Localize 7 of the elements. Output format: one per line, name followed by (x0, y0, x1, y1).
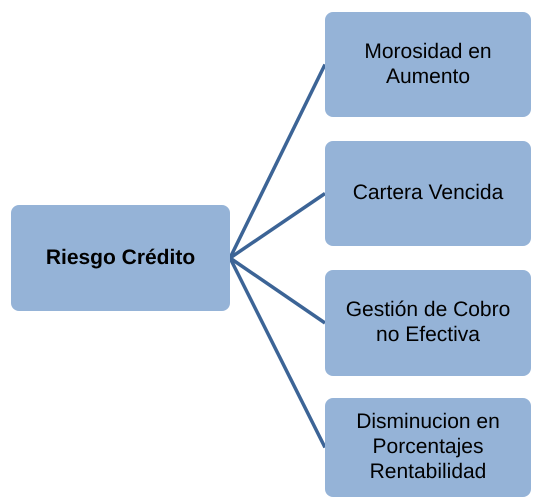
connector-line (229, 256, 326, 324)
process-box: Disminucion en Porcentajes Rentabilidad (325, 398, 531, 497)
process-box: Riesgo Crédito (11, 205, 230, 311)
process-box: Cartera Vencida (325, 141, 531, 246)
process-box: Morosidad en Aumento (325, 12, 531, 117)
connector-line (229, 192, 326, 260)
process-box: Gestión de Cobro no Efectiva (325, 270, 531, 376)
